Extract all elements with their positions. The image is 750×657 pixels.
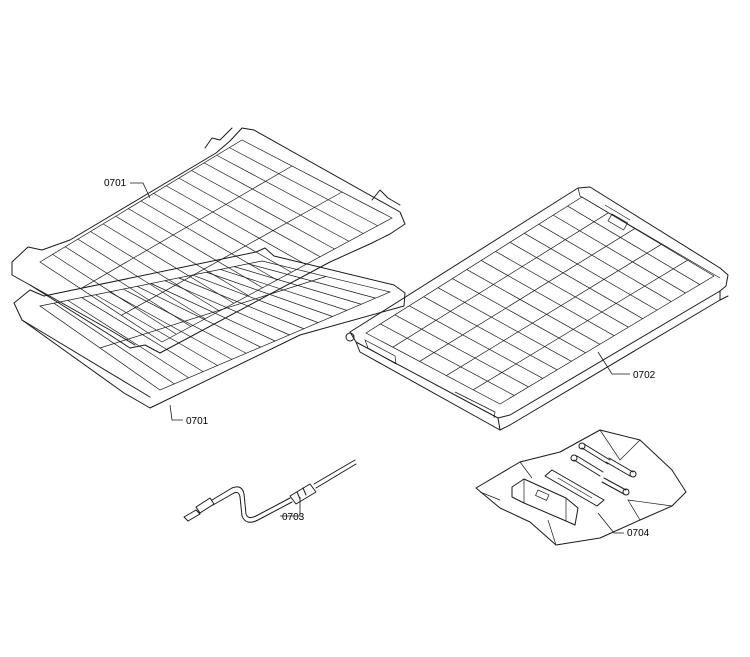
- callout-0702: 0702: [633, 370, 656, 381]
- callout-0704: 0704: [627, 528, 650, 539]
- callout-0703: 0703: [282, 512, 305, 523]
- oven-rack-upper: [11, 127, 406, 354]
- meat-probe: [183, 459, 357, 523]
- mounting-kit-bag: [475, 429, 687, 546]
- telescopic-rack: [345, 186, 729, 431]
- callout-0701-top: 0701: [104, 178, 127, 189]
- callout-0701-bottom: 0701: [186, 416, 209, 427]
